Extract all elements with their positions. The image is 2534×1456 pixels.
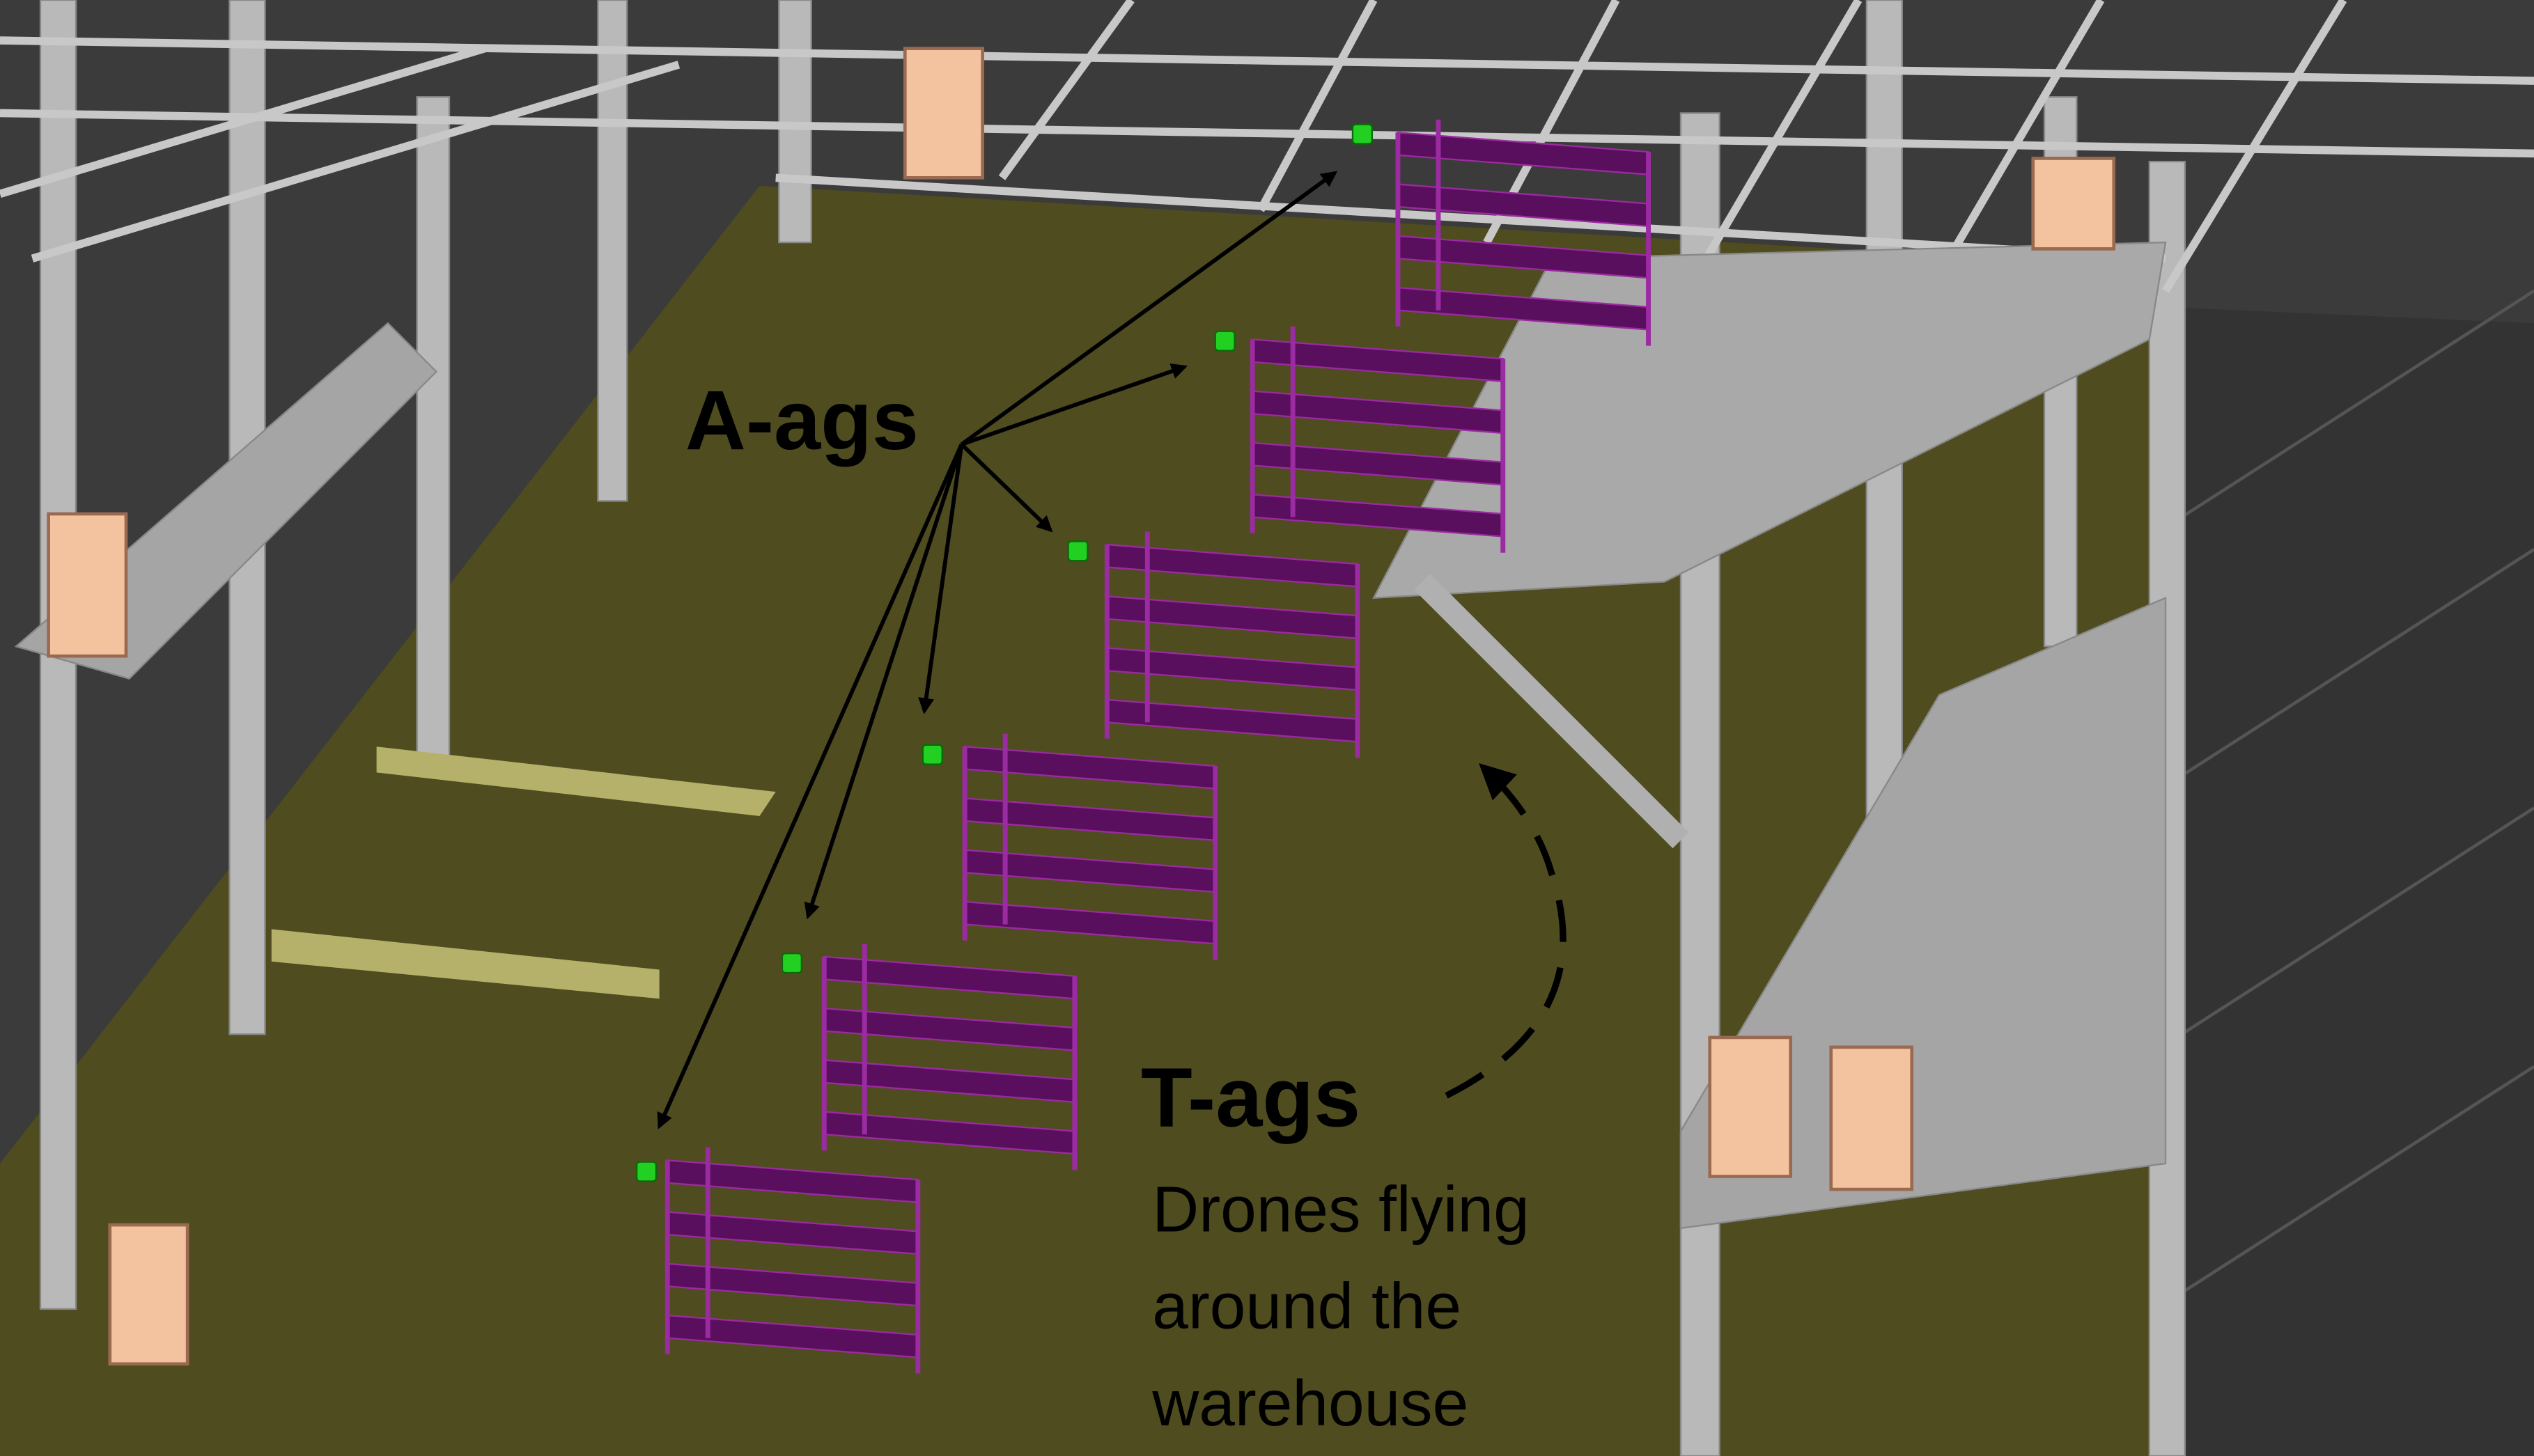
shelf	[821, 944, 1078, 1171]
arrow	[960, 171, 1338, 446]
drone-path-arrow	[1445, 763, 1567, 1099]
arrow	[657, 444, 964, 1129]
anchor-tags	[635, 123, 1373, 1182]
tag-arrows	[657, 171, 1338, 1129]
drones-caption-line-2: around the	[1152, 1270, 1461, 1343]
arrow	[918, 444, 964, 714]
roof-trusses	[0, 0, 2534, 293]
anchor-tag	[1214, 330, 1236, 352]
arrow	[804, 444, 964, 920]
anchor-tag	[781, 953, 802, 974]
anchor-tag	[635, 1161, 658, 1182]
shelf	[1104, 531, 1360, 758]
diagonal-brace	[1414, 573, 1689, 849]
shelf	[962, 733, 1218, 960]
shelf	[1395, 119, 1651, 346]
anchor-tag	[922, 744, 943, 765]
shelves	[664, 119, 1651, 1374]
drones-caption-line-1: Drones flying	[1152, 1173, 1529, 1245]
anchor-tag	[1067, 540, 1089, 562]
anchor-tags-label: A-ags	[685, 373, 919, 467]
platform	[376, 746, 776, 816]
tag-tags-label: T-ags	[1141, 1051, 1360, 1145]
right-wall	[2166, 306, 2534, 1456]
anchor-tag	[1351, 123, 1373, 145]
arrow	[961, 363, 1188, 446]
drones-caption-line-3: warehouse	[1151, 1367, 1468, 1439]
shelf	[1250, 326, 1506, 553]
shelf	[664, 1147, 921, 1374]
right-wall-seams	[2180, 289, 2534, 1294]
platform	[271, 929, 660, 999]
arrow	[960, 443, 1053, 533]
doors	[47, 47, 2116, 1366]
